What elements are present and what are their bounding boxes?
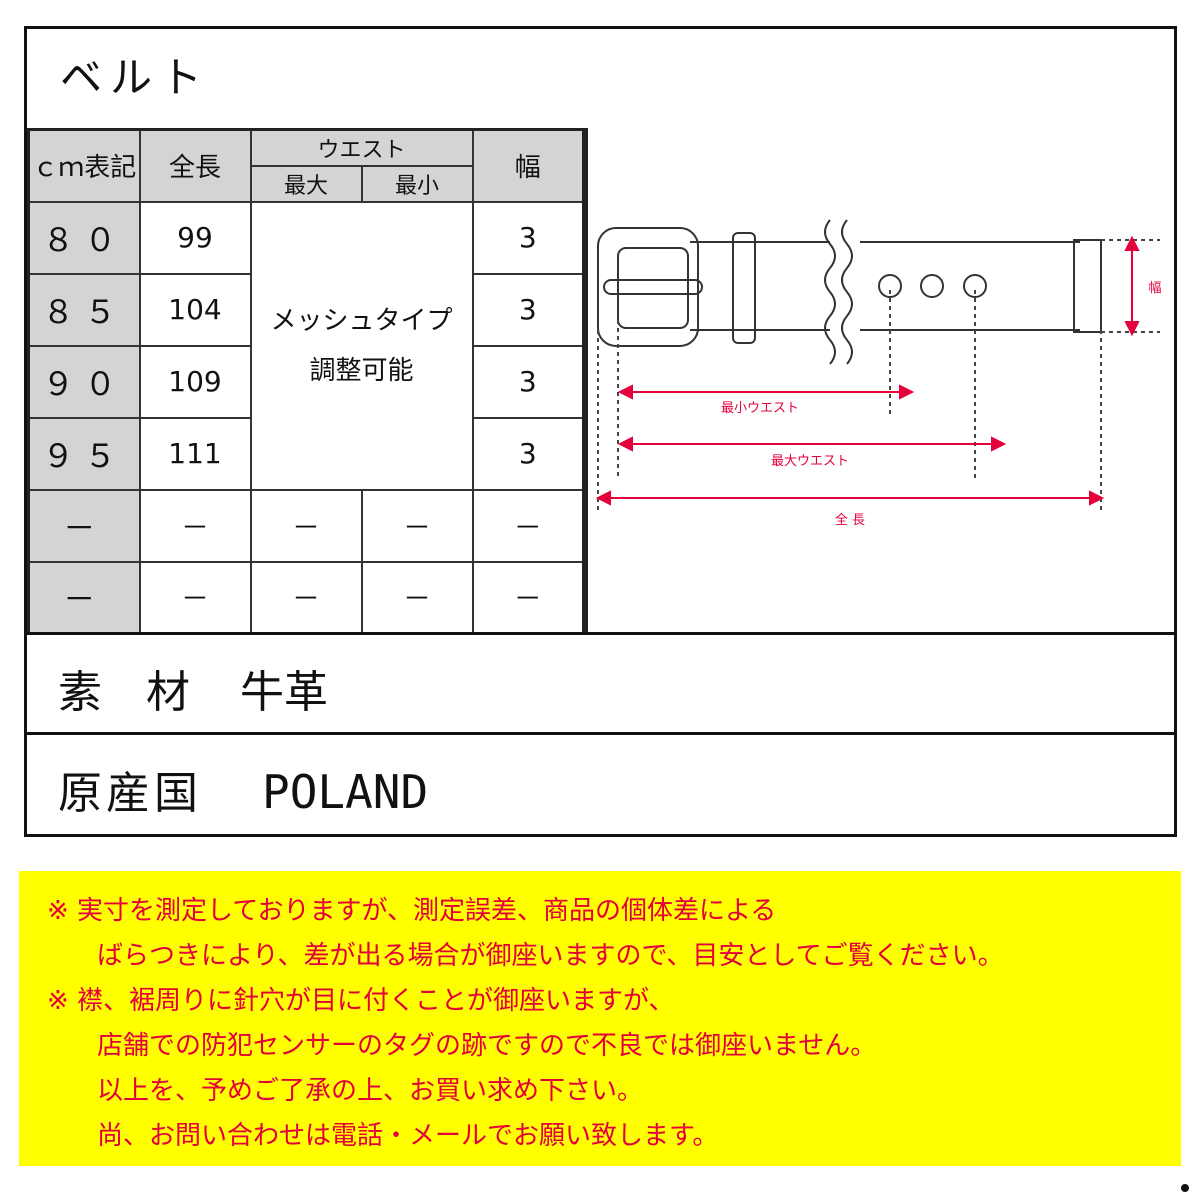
material-value: 牛革: [240, 667, 328, 718]
belt-hole: [920, 274, 944, 298]
total-cell: －: [138, 560, 252, 635]
mesh-line1: メッシュタイプ: [270, 305, 453, 336]
max-cell: －: [249, 560, 363, 635]
total-cell: 111: [138, 416, 252, 491]
dot-mark: [1181, 1184, 1189, 1192]
belt-loop: [732, 232, 756, 344]
notice-line: 店舗での防犯センサーのタグの跡ですので不良では御座いません。: [97, 1031, 877, 1061]
size-cell: ９０: [27, 344, 141, 419]
divider: [24, 632, 1177, 635]
material-row: 素 材牛革: [58, 656, 328, 720]
size-cell: ９５: [27, 416, 141, 491]
page-title: ベルト: [60, 53, 211, 102]
size-cell: ８０: [27, 200, 141, 275]
origin-row: 原産国 POLAND: [58, 757, 428, 821]
table-row: ８０ 99 メッシュタイプ調整可能 3: [27, 200, 585, 491]
total-cell: 109: [138, 344, 252, 419]
table-row: ９５ 111 3: [27, 416, 585, 491]
mesh-note: メッシュタイプ調整可能: [249, 200, 474, 491]
width-cell: 3: [471, 416, 585, 491]
size-cell: ８５: [27, 272, 141, 347]
table-row: － － － － －: [27, 488, 585, 563]
notice-box: ※ 実寸を測定しておりますが、測定誤差、商品の個体差による ばらつきにより、差が…: [19, 871, 1181, 1166]
header-total: 全長: [138, 128, 252, 203]
notice-line: ※ 襟、裾周りに針穴が目に付くことが御座いますが、: [47, 986, 675, 1016]
width-label: 幅: [1148, 281, 1161, 296]
belt-hole: [963, 274, 987, 298]
buckle-prong: [603, 279, 703, 295]
width-cell: 3: [471, 272, 585, 347]
table-row: － － － － －: [27, 560, 585, 635]
header-waist: ウエスト: [249, 128, 474, 167]
min-cell: －: [360, 560, 474, 635]
belt-diagram: 最小ウエスト 最大ウエスト 全 長 幅: [595, 219, 1162, 528]
min-waist-label: 最小ウエスト: [721, 401, 799, 416]
belt-hole: [878, 274, 902, 298]
header-min: 最小: [360, 164, 474, 203]
header-width: 幅: [471, 128, 585, 203]
header-max: 最大: [249, 164, 363, 203]
size-table: ｃｍ表記 全長 ウエスト 幅 最大 最小 ８０ 99 メッシュタイプ調整可能 3…: [27, 128, 585, 635]
width-cell: －: [471, 488, 585, 563]
buckle-frame: [597, 227, 699, 347]
table-row: ８５ 104 3: [27, 272, 585, 347]
min-cell: －: [360, 488, 474, 563]
divider: [585, 128, 588, 634]
header-cm: ｃｍ表記: [27, 128, 141, 203]
total-cell: 104: [138, 272, 252, 347]
table-row: ９０ 109 3: [27, 344, 585, 419]
width-cell: 3: [471, 200, 585, 275]
size-cell: －: [27, 488, 141, 563]
size-chart-frame: [24, 26, 1177, 837]
total-length-label: 全 長: [835, 512, 865, 528]
notice-line: ばらつきにより、差が出る場合が御座いますので、目安としてご覧ください。: [97, 941, 1004, 971]
notice-line: 尚、お問い合わせは電話・メールでお願い致します。: [97, 1121, 719, 1151]
max-cell: －: [249, 488, 363, 563]
origin-value: POLAND: [262, 765, 429, 819]
divider: [24, 732, 1177, 735]
total-cell: －: [138, 488, 252, 563]
mesh-line2: 調整可能: [309, 355, 414, 386]
origin-label: 原産国: [58, 768, 202, 819]
max-waist-label: 最大ウエスト: [771, 454, 849, 469]
notice-line: ※ 実寸を測定しておりますが、測定誤差、商品の個体差による: [47, 896, 777, 926]
belt-tip: [1073, 239, 1102, 333]
width-cell: －: [471, 560, 585, 635]
total-cell: 99: [138, 200, 252, 275]
width-cell: 3: [471, 344, 585, 419]
material-label: 素 材: [58, 667, 190, 718]
notice-line: 以上を、予めご了承の上、お買い求め下さい。: [97, 1076, 644, 1106]
size-cell: －: [27, 560, 141, 635]
